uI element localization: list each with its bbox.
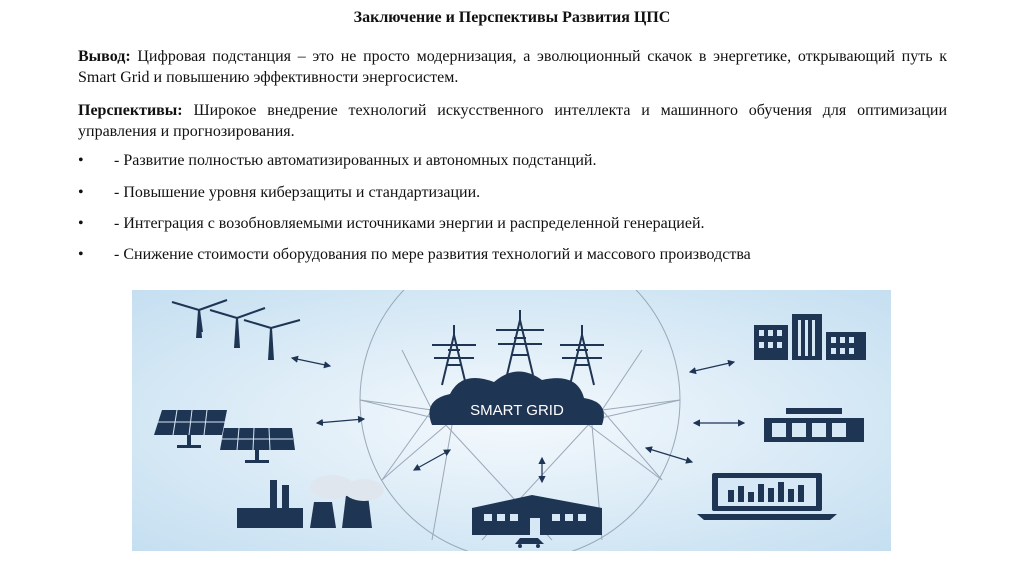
cloud-label: SMART GRID: [470, 402, 564, 419]
bullet-text: - Интеграция с возобновляемыми источника…: [114, 215, 705, 232]
conclusion-paragraph: Вывод: Цифровая подстанция – это не прос…: [78, 46, 947, 88]
slide-title: Заключение и Перспективы Развития ЦПС: [353, 9, 671, 26]
bullet-text: - Снижение стоимости оборудования по мер…: [114, 246, 751, 263]
bullet-marker: •: [78, 184, 84, 201]
bullet-marker: •: [78, 215, 84, 232]
conclusion-label: Вывод:: [78, 48, 131, 65]
prospects-text: Широкое внедрение технологий искусственн…: [78, 102, 947, 140]
power-plant-icon: [237, 475, 384, 528]
bullet-text: - Развитие полностью автоматизированных …: [114, 152, 597, 169]
conclusion-text: Цифровая подстанция – это не просто моде…: [78, 48, 947, 86]
solar-panels-icon: [154, 409, 295, 463]
factory-icon: [764, 408, 864, 442]
prospects-paragraph: Перспективы: Широкое внедрение технологи…: [78, 100, 947, 142]
laptop-chart-icon: [697, 473, 837, 520]
smart-grid-illustration: SMART GRID: [132, 239, 891, 561]
car-icon: [515, 538, 544, 548]
transmission-towers-icon: [432, 310, 604, 386]
bullet-marker: •: [78, 246, 84, 263]
bullet-text: - Повышение уровня киберзащиты и стандар…: [114, 184, 481, 201]
house-icon: [472, 495, 602, 535]
wind-turbines-icon: [171, 299, 301, 360]
prospects-label: Перспективы:: [78, 102, 183, 119]
connection-arrows: [290, 355, 746, 484]
bullet-marker: •: [78, 152, 84, 169]
office-buildings-icon: [754, 314, 866, 360]
smart-grid-cloud-icon: SMART GRID: [429, 371, 604, 425]
